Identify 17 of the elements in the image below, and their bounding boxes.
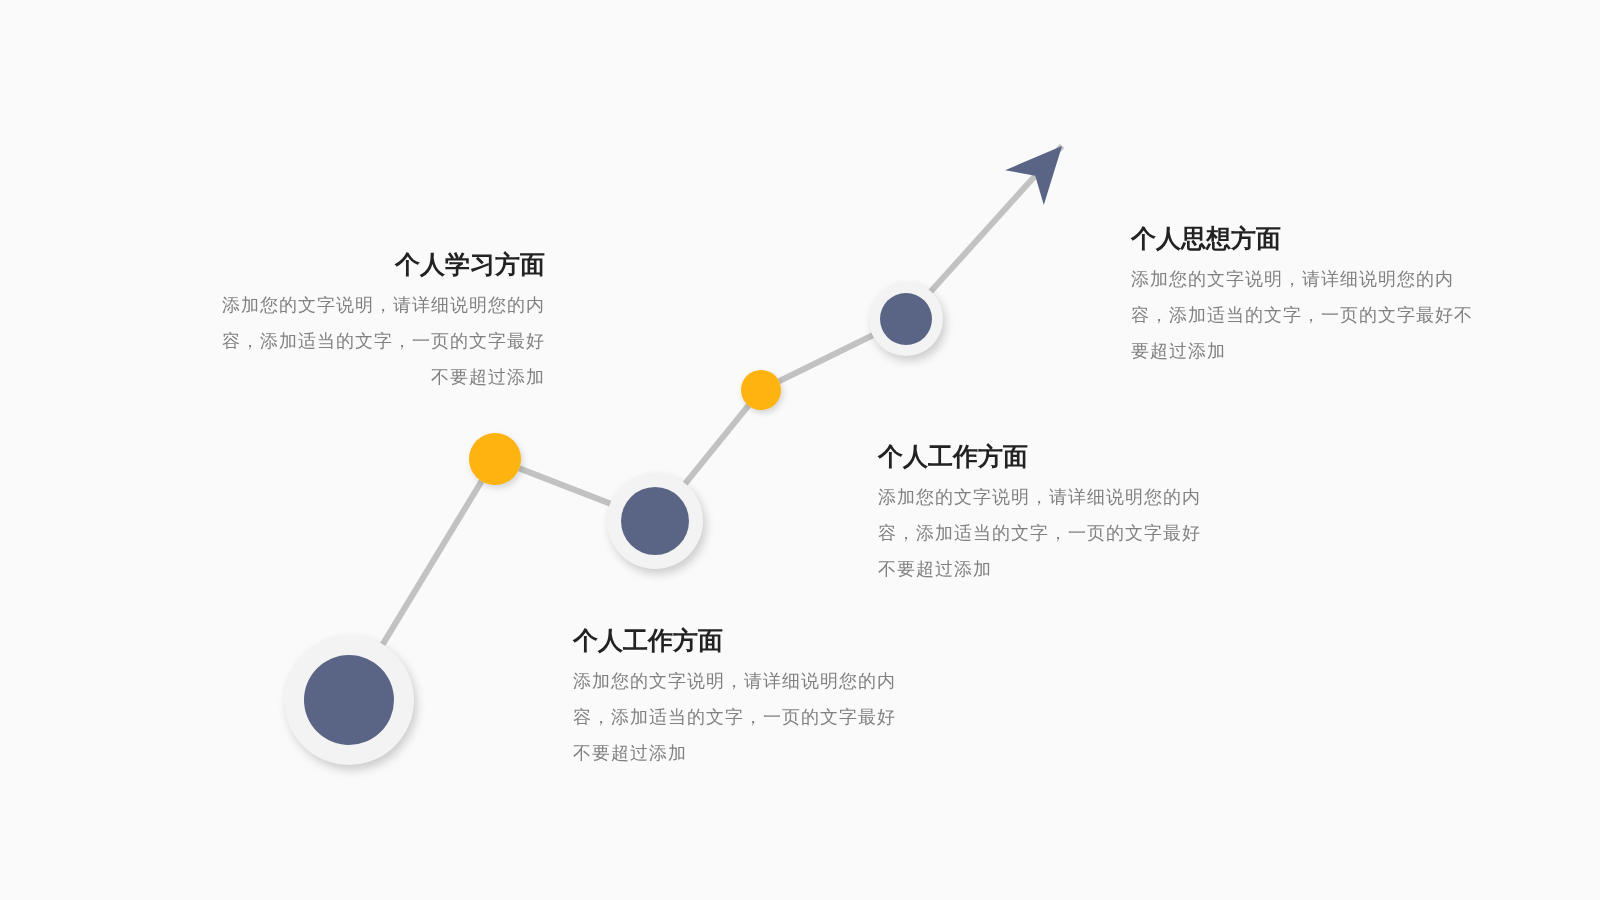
connector-line — [682, 403, 751, 486]
description-text: 添加您的文字说明，请详细说明您的内容，添加适当的文字，一页的文字最好不要超过添加 — [221, 293, 545, 389]
connector-line — [777, 332, 875, 384]
description-text: 添加您的文字说明，请详细说明您的内容，添加适当的文字，一页的文字最好不要超过添加 — [573, 669, 897, 765]
heading: 个人工作方面 — [878, 441, 1029, 473]
ringed-circle-marker — [869, 282, 943, 356]
connector-line — [380, 479, 485, 646]
circle-marker — [469, 433, 521, 485]
ringed-circle-marker — [607, 473, 703, 569]
description-text: 添加您的文字说明，请详细说明您的内容，添加适当的文字，一页的文字最好不要超过添加 — [878, 485, 1202, 581]
circle-marker — [741, 370, 781, 410]
heading: 个人思想方面 — [1131, 223, 1282, 255]
description-text: 添加您的文字说明，请详细说明您的内容，添加适当的文字，一页的文字最好不要超过添加 — [1131, 267, 1474, 363]
connector-line — [518, 465, 612, 507]
heading: 个人工作方面 — [573, 625, 724, 657]
heading: 个人学习方面 — [393, 249, 545, 281]
arrow — [928, 144, 1065, 294]
